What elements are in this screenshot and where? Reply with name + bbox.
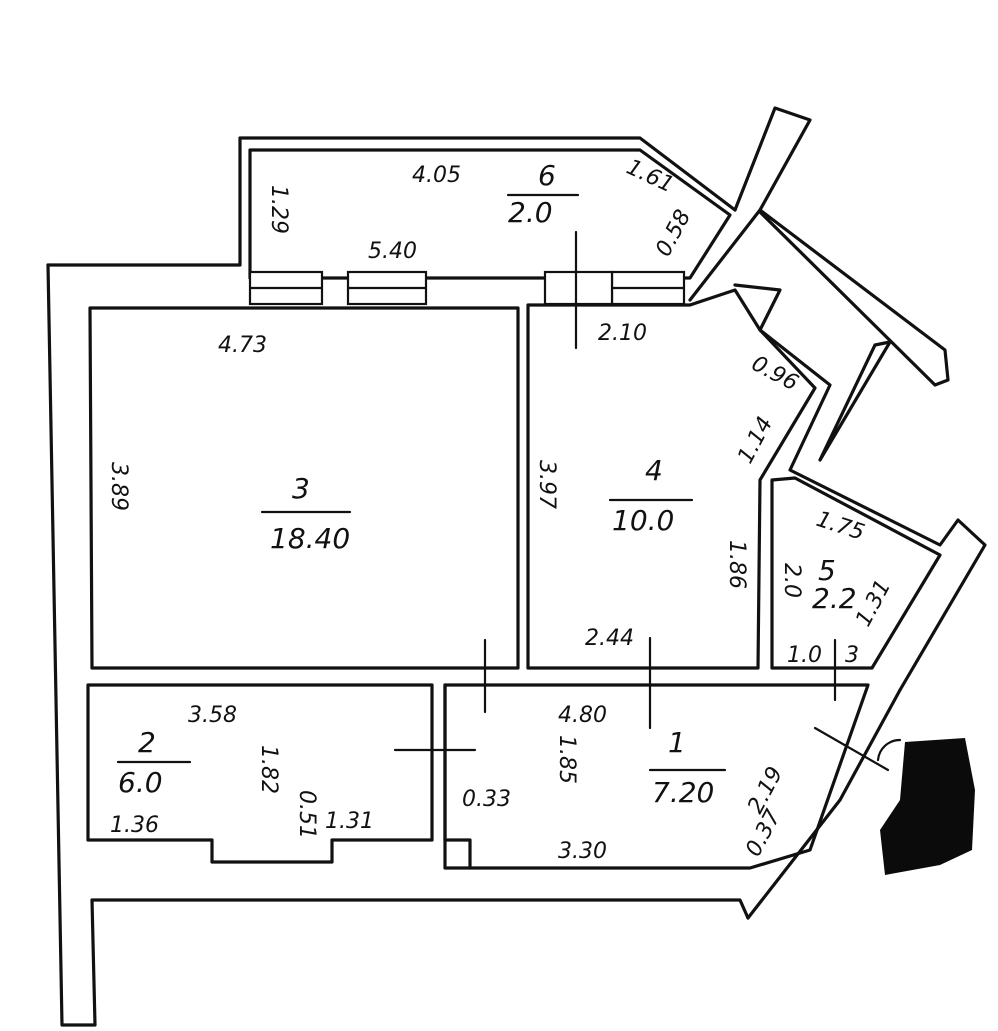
dim-room5-left: 2.0 <box>779 563 804 598</box>
dim-room1-left: 1.85 <box>554 735 579 784</box>
dim-room4-left: 3.97 <box>534 460 559 509</box>
room-4-number: 4 <box>645 454 663 487</box>
dim-room4-r3: 1.86 <box>724 540 749 589</box>
room-6-number: 6 <box>538 159 556 192</box>
dimension-labels: 4.05 1.29 5.40 1.61 0.58 4.73 3.89 2.10 … <box>106 155 896 864</box>
dim-room2-bottom: 1.31 <box>325 809 374 834</box>
room-1-number: 1 <box>668 726 686 759</box>
room-2-area: 6.0 <box>118 766 163 799</box>
room-1-area: 7.20 <box>652 776 714 809</box>
dim-balcony-left: 1.29 <box>266 185 291 234</box>
dim-room4-bottom: 2.44 <box>585 626 634 651</box>
dim-room1-right2: 0.37 <box>741 806 786 861</box>
room-5-number: 5 <box>818 554 836 587</box>
balcony-outline <box>248 148 732 280</box>
dim-room2-right: 1.82 <box>256 745 281 794</box>
room-5-outline <box>770 476 942 702</box>
outer-walls <box>46 106 987 1027</box>
dim-room3-left: 3.89 <box>106 462 131 511</box>
room-5-area: 2.2 <box>812 582 857 615</box>
dim-room2-top: 3.58 <box>188 703 237 728</box>
room-3-number: 3 <box>292 472 310 505</box>
dim-room5-right: 1.31 <box>851 576 896 631</box>
dim-balcony-top: 4.05 <box>412 163 461 188</box>
room-2-number: 2 <box>138 726 156 759</box>
dim-room1-mid: 0.33 <box>462 787 511 812</box>
dim-room5-bottom: 1.0 <box>787 643 822 668</box>
dim-room2-left: 1.36 <box>110 813 159 838</box>
dim-balcony-end: 0.58 <box>651 206 696 261</box>
room-labels: 3 18.40 4 10.0 6 2.0 5 2.2 1 7.20 2 6.0 <box>116 159 857 809</box>
dim-room1-top: 4.80 <box>558 703 607 728</box>
room-6-area: 2.0 <box>508 196 553 229</box>
room-4-area: 10.0 <box>612 504 674 537</box>
room-3-area: 18.40 <box>270 522 350 555</box>
redaction-blob <box>880 738 975 875</box>
dim-balcony-bottom: 5.40 <box>368 239 417 264</box>
dim-room5-bottom2: 3 <box>845 643 859 668</box>
dim-room2-small: 0.51 <box>294 790 319 839</box>
dim-room3-top: 4.73 <box>218 333 267 358</box>
dim-room1-bottom: 3.30 <box>558 839 607 864</box>
dim-room4-top: 2.10 <box>598 321 647 346</box>
room-4-outline <box>526 230 817 730</box>
room-2-outline <box>86 683 434 864</box>
room-1-outline <box>393 683 902 870</box>
room-3-outline <box>88 306 520 714</box>
